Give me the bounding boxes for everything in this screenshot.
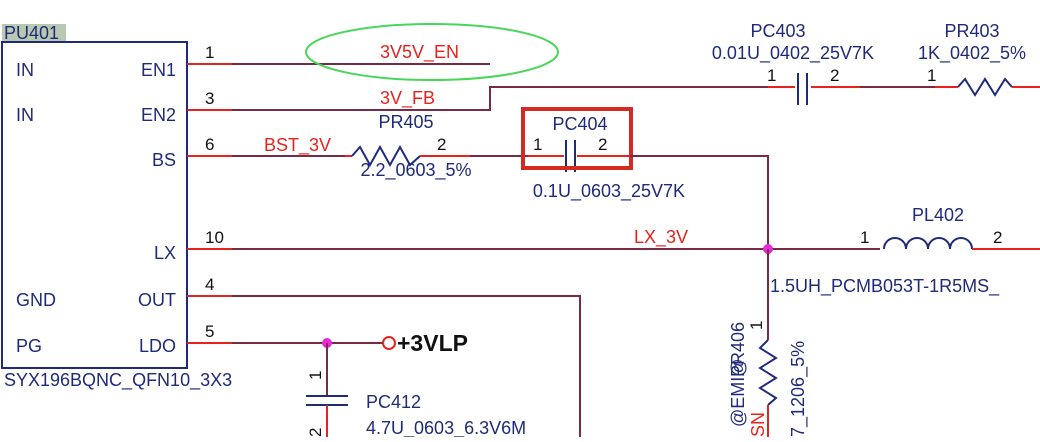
pin-number-5: 5 (205, 322, 214, 341)
net-bst-label: BST_3V (264, 135, 331, 156)
pr403-value: 1K_0402_5% (918, 43, 1026, 64)
net-vlp-label: +3VLP (397, 330, 468, 356)
pc404-value: 0.1U_0603_25V7K (533, 181, 685, 202)
pc403-pin1-number: 1 (767, 66, 776, 85)
pc403-value: 0.01U_0402_25V7K (712, 43, 874, 64)
pr406-pin1-number: 1 (747, 321, 766, 330)
pr405-value: 2.2_0603_5% (360, 160, 471, 181)
pl402-ref: PL402 (912, 205, 964, 225)
net-en-label: 3V5V_EN (380, 42, 459, 63)
ic-pin-in-1: IN (16, 60, 34, 80)
net-lx-label: LX_3V (634, 227, 688, 248)
ic-pin-gnd: GND (16, 290, 56, 310)
pc404-ref: PC404 (552, 114, 607, 134)
pr403-pin1-number: 1 (927, 66, 936, 85)
vlp-port-icon[interactable] (382, 336, 396, 350)
pr406-value: 7_1206_5% (788, 341, 809, 437)
net-fb-label: 3V_FB (380, 88, 435, 109)
en-net-ellipse-annotation (305, 23, 559, 81)
ic-pin-lx: LX (154, 243, 176, 263)
pc412-pin1-number: 1 (306, 371, 325, 380)
pl402-pin1-number: 1 (860, 228, 869, 247)
ic-body[interactable] (1, 41, 188, 369)
ic-pin-en1: EN1 (141, 60, 176, 80)
pin-number-1: 1 (205, 43, 214, 62)
ic-pin-bs: BS (152, 150, 176, 170)
pr406-emi-label: @EMI@ (728, 358, 748, 427)
ic-pin-en2: EN2 (141, 105, 176, 125)
pin-number-6: 6 (205, 135, 214, 154)
pc403-ref: PC403 (750, 21, 805, 41)
pin-number-3: 3 (205, 89, 214, 108)
ic-ref-highlight (2, 24, 66, 42)
pr405-pin2-number: 2 (437, 135, 446, 154)
out-wire[interactable] (232, 295, 581, 437)
pr406-ref: PR406 (728, 322, 748, 377)
pr406-partial-net-label: SN (748, 412, 768, 437)
net-fb-wire[interactable] (232, 86, 768, 111)
pc412-pin2-number: 2 (306, 428, 325, 437)
pc412-value: 4.7U_0603_6.3V6M (366, 418, 526, 437)
ic-pin-out: OUT (138, 290, 176, 310)
pl402-coil (883, 237, 973, 250)
pc404-highlight-box[interactable] (521, 107, 633, 170)
pl402-pin2-number: 2 (993, 228, 1002, 247)
pr406-zigzag (758, 339, 778, 406)
ic-ref-label: PU401 (4, 23, 59, 43)
pc404-to-lx-wire[interactable] (630, 155, 769, 249)
pc403-pin2-number: 2 (830, 66, 839, 85)
pr403-ref: PR403 (944, 21, 999, 41)
pin-number-10: 10 (205, 228, 224, 247)
pr405-ref: PR405 (378, 112, 433, 132)
pr405-zigzag (351, 144, 421, 168)
ic-pin-in-2: IN (16, 105, 34, 125)
pl402-value: 1.5UH_PCMB053T-1R5MS_ (770, 276, 1000, 297)
pc412-ref: PC412 (366, 392, 421, 412)
pin-number-4: 4 (205, 275, 214, 294)
pr403-zigzag (957, 77, 1013, 97)
pc404-pin1-number: 1 (533, 135, 542, 154)
ic-pin-ldo: LDO (139, 336, 176, 356)
ic-part-number: SYX196BQNC_QFN10_3X3 (4, 370, 232, 391)
pc404-pin2-number: 2 (598, 135, 607, 154)
ic-pin-pg: PG (16, 336, 42, 356)
